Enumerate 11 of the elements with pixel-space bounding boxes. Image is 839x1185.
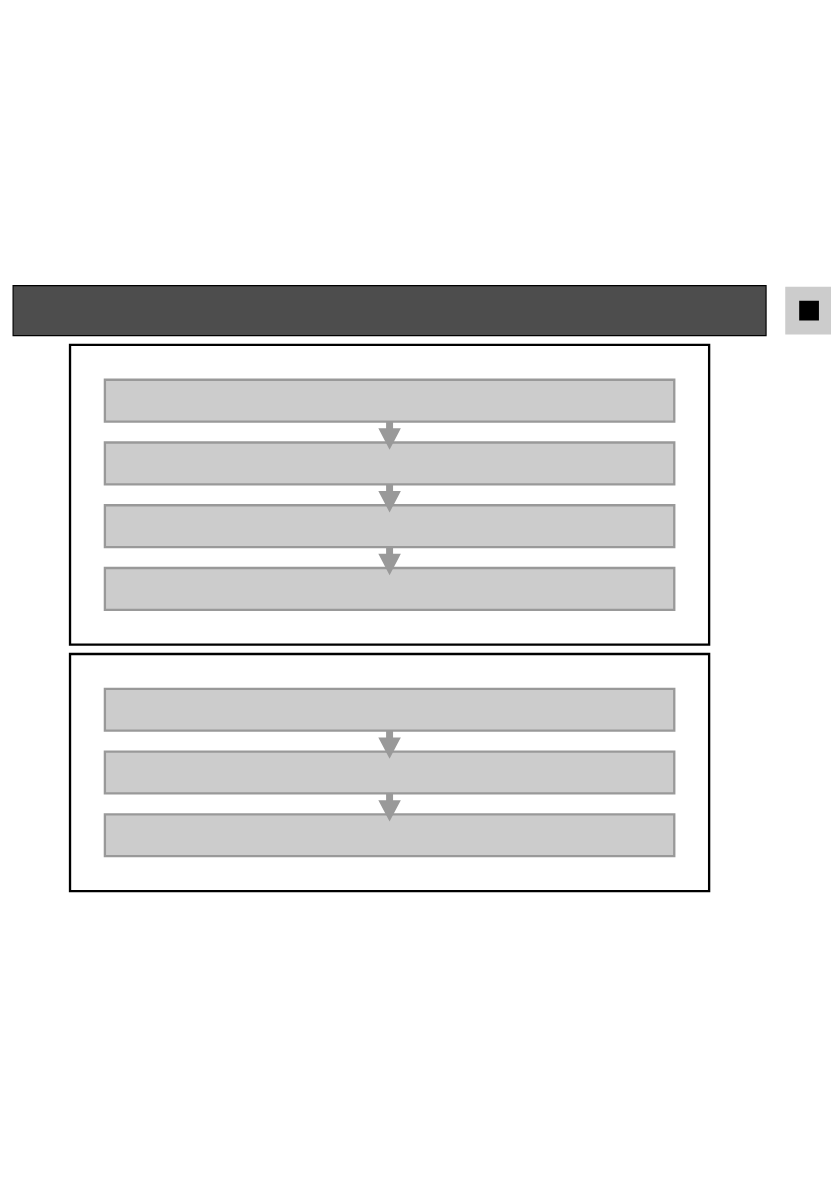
- node-bar: [103, 440, 676, 485]
- node-bar: [12, 284, 767, 336]
- cluster: [68, 343, 711, 646]
- cluster: [68, 652, 711, 892]
- node-bar: [103, 378, 676, 423]
- node-bar: [103, 749, 676, 795]
- node-bar: [103, 566, 676, 611]
- node-bar: [103, 812, 676, 857]
- node-box: [785, 286, 831, 334]
- node-bar: [103, 503, 676, 548]
- node-bar: [103, 687, 676, 732]
